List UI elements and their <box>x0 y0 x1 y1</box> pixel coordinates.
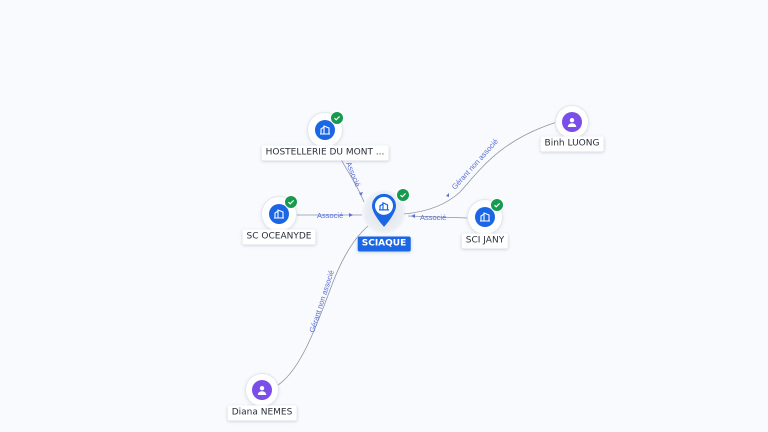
person-node-badge <box>246 374 278 406</box>
check-badge-icon <box>330 111 344 125</box>
check-badge-icon <box>490 198 504 212</box>
node-hostellerie[interactable] <box>308 111 344 147</box>
node-label[interactable]: Binh LUONG <box>540 136 604 152</box>
node-label[interactable]: SCI JANY <box>461 233 509 249</box>
check-badge-icon <box>396 188 410 202</box>
user-icon <box>252 380 272 400</box>
building-icon <box>475 207 495 227</box>
edge-diana-sciaque <box>277 225 369 386</box>
node-label[interactable]: SC OCEANYDE <box>242 229 316 245</box>
node-binh[interactable] <box>556 106 588 138</box>
edge-arrow <box>446 193 449 197</box>
building-icon <box>269 204 289 224</box>
node-label[interactable]: HOSTELLERIE DU MONT ... <box>261 145 389 161</box>
node-diana[interactable] <box>246 374 278 406</box>
edge-arrow <box>411 214 415 218</box>
edge-jany-sciaque <box>407 215 469 219</box>
edge-label: Gérant non associé <box>450 137 500 191</box>
user-icon <box>562 112 582 132</box>
edge-label: Associé <box>420 213 446 222</box>
edge-label: Gérant non associé <box>307 269 336 334</box>
location-pin-icon <box>372 193 396 227</box>
node-sciaque[interactable] <box>362 188 410 234</box>
edge-arrow <box>359 192 363 196</box>
edge-label: Associé <box>317 211 343 220</box>
company-node-badge <box>468 200 502 234</box>
node-oceanyde[interactable] <box>262 195 298 231</box>
node-jany[interactable] <box>468 198 504 234</box>
node-label-center[interactable]: SCIAQUE <box>357 236 411 252</box>
building-icon <box>315 120 335 140</box>
edge-label: Associé <box>344 160 362 188</box>
node-label[interactable]: Diana NEMES <box>227 405 297 421</box>
company-node-badge <box>308 113 342 147</box>
edge-arrow <box>349 213 353 217</box>
check-badge-icon <box>284 195 298 209</box>
person-node-badge <box>556 106 588 138</box>
edge-binh-sciaque <box>403 121 558 215</box>
